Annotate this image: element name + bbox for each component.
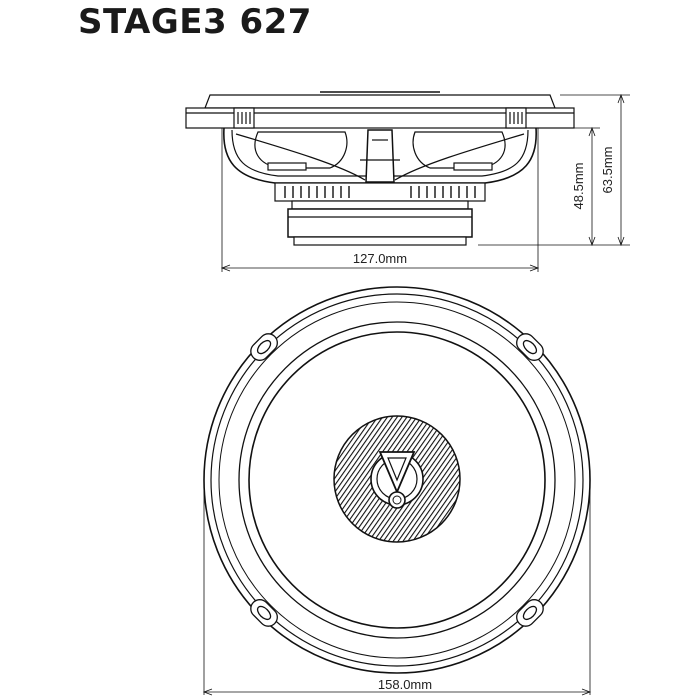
- speaker-side-view: [185, 91, 575, 246]
- speaker-front-view: [203, 286, 591, 674]
- front-dimension-lines: [202, 480, 592, 696]
- side-dimension-lines: [220, 93, 630, 272]
- outer-diameter-label: 158.0mm: [378, 677, 432, 692]
- product-title: STAGE3 627: [78, 2, 312, 42]
- cutout-diameter-label: 127.0mm: [353, 251, 407, 266]
- total-depth-label: 63.5mm: [600, 147, 615, 194]
- mount-depth-label: 48.5mm: [571, 163, 586, 210]
